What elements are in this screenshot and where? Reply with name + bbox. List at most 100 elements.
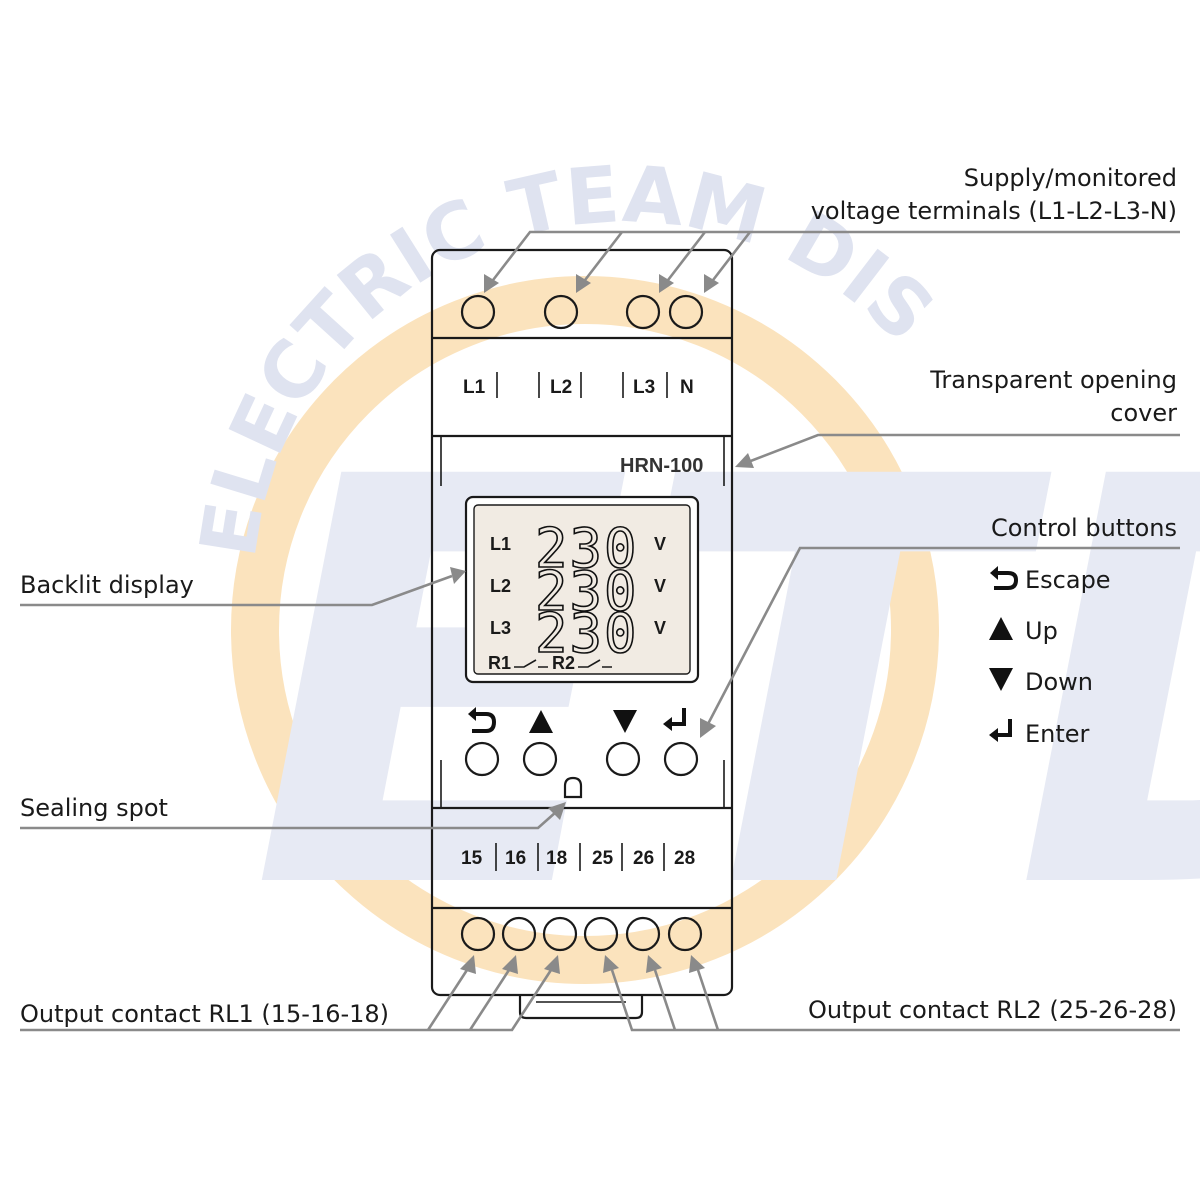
arrow-supply-2 — [576, 274, 591, 293]
terminal-screw-18[interactable] — [542, 916, 578, 952]
leader-sealing-spot — [20, 811, 557, 830]
label-sealing-spot: Sealing spot — [20, 794, 168, 822]
terminal-label-l1: L1 — [463, 377, 486, 398]
terminal-label-26: 26 — [633, 848, 654, 869]
display-screen — [473, 504, 691, 675]
housing-outline — [430, 248, 734, 997]
enter-icon — [663, 708, 686, 731]
relay-r2-contact-icon — [578, 659, 612, 668]
label-output-rl1: Output contact RL1 (15-16-18) — [20, 1000, 389, 1028]
lcd-phase-l3: L3 — [490, 618, 511, 638]
arrow-supply-3 — [659, 274, 674, 293]
up-triangle-icon — [529, 710, 553, 733]
control-buttons — [464, 741, 699, 777]
terminal-screw-15[interactable] — [460, 916, 496, 952]
lcd-phase-l1: L1 — [490, 534, 511, 554]
lcd-relay-r2: R2 — [552, 653, 575, 673]
terminal-screw-26[interactable] — [625, 916, 661, 952]
label-supply-line2: voltage terminals (L1-L2-L3-N) — [811, 197, 1177, 225]
cover-hinges — [440, 436, 725, 808]
arrow-rl2-26 — [646, 955, 662, 973]
terminal-label-28: 28 — [674, 848, 695, 869]
leader-output-rl2 — [610, 969, 1180, 1032]
button-icons — [468, 707, 686, 733]
leader-supply-3 — [663, 231, 707, 285]
terminal-label-15: 15 — [461, 848, 483, 869]
lcd-value-l1: 230 — [535, 517, 639, 580]
terminal-label-25: 25 — [592, 848, 614, 869]
legend-enter-text: Enter — [1025, 720, 1090, 748]
lcd-value-l3: 230 — [535, 602, 639, 665]
enter-button[interactable] — [663, 741, 699, 777]
bottom-terminal-screws — [460, 916, 703, 952]
escape-button[interactable] — [464, 741, 500, 777]
terminal-screw-l1[interactable] — [460, 294, 496, 330]
label-backlit-display: Backlit display — [20, 571, 194, 599]
legend-up-text: Up — [1025, 617, 1058, 645]
lcd-phase-l2: L2 — [490, 576, 511, 596]
terminal-label-16: 16 — [505, 848, 526, 869]
down-triangle-icon — [613, 710, 637, 733]
legend-down-text: Down — [1025, 668, 1093, 696]
terminal-screw-n[interactable] — [668, 294, 704, 330]
top-terminal-labels: L1 L2 L3 N — [463, 372, 694, 398]
terminal-label-n: N — [680, 377, 694, 398]
watermark-ring — [231, 276, 939, 984]
lcd-value-l2: 230 — [535, 560, 639, 623]
terminal-screw-28[interactable] — [667, 916, 703, 952]
legend-up-icon — [989, 617, 1013, 640]
leader-supply-1 — [488, 230, 1180, 285]
terminal-screw-l2[interactable] — [543, 294, 579, 330]
terminal-screw-25[interactable] — [583, 916, 619, 952]
label-output-rl2: Output contact RL2 (25-26-28) — [808, 996, 1177, 1024]
arrow-supply-4 — [704, 274, 719, 293]
button-legend: Escape Up Down Enter — [989, 566, 1111, 748]
arrow-sealing-spot — [548, 802, 566, 820]
label-supply-line1: Supply/monitored — [964, 164, 1177, 192]
label-control-buttons: Control buttons — [991, 514, 1177, 542]
label-cover-line2: cover — [1110, 399, 1177, 427]
legend-enter-icon — [989, 719, 1012, 742]
leader-cover — [747, 433, 1180, 464]
legend-down-icon — [989, 668, 1013, 691]
arrow-rl1-15 — [460, 955, 476, 974]
bottom-label-separators — [495, 843, 665, 871]
callout-labels: Supply/monitored voltage terminals (L1-L… — [20, 164, 1177, 1028]
relay-r1-contact-icon — [514, 659, 548, 668]
bottom-terminal-labels: 15 16 18 25 26 28 — [461, 843, 695, 871]
top-terminal-screws — [460, 294, 704, 330]
arrow-rl1-18 — [544, 955, 560, 974]
leader-backlit-display — [20, 574, 453, 607]
arrow-rl1-16 — [502, 955, 518, 974]
leader-control-buttons — [706, 546, 1180, 725]
terminal-label-18: 18 — [546, 848, 567, 869]
terminal-screw-l3[interactable] — [625, 294, 661, 330]
front-panel-edges — [432, 434, 732, 810]
label-cover-line1: Transparent opening — [929, 366, 1177, 394]
leader-output-rl1 — [20, 969, 553, 1032]
leader-supply-4 — [708, 231, 752, 285]
down-button[interactable] — [605, 741, 641, 777]
terminal-label-l2: L2 — [550, 377, 572, 398]
lcd-unit-l3: V — [654, 618, 666, 638]
lcd-unit-l1: V — [654, 534, 666, 554]
arrow-supply-1 — [484, 274, 499, 293]
arrow-control-buttons — [700, 718, 716, 738]
backlit-display: L1 L2 L3 230 230 230 V V V R1 R2 — [464, 495, 700, 684]
din-clip — [518, 995, 644, 1020]
lcd-unit-l2: V — [654, 576, 666, 596]
escape-icon — [468, 707, 497, 733]
terminal-label-l3: L3 — [633, 377, 655, 398]
watermark-logo: ETD — [250, 361, 1200, 1013]
legend-escape-text: Escape — [1025, 566, 1111, 594]
terminal-label-separators — [496, 372, 668, 398]
up-button[interactable] — [522, 741, 558, 777]
arrow-rl2-28 — [689, 955, 705, 973]
leader-supply-2 — [580, 231, 624, 285]
arrow-cover — [735, 453, 754, 468]
leader-lines — [20, 230, 1180, 1032]
terminal-screw-16[interactable] — [501, 916, 537, 952]
device-housing — [430, 248, 734, 1020]
arrow-rl2-25 — [603, 955, 619, 973]
